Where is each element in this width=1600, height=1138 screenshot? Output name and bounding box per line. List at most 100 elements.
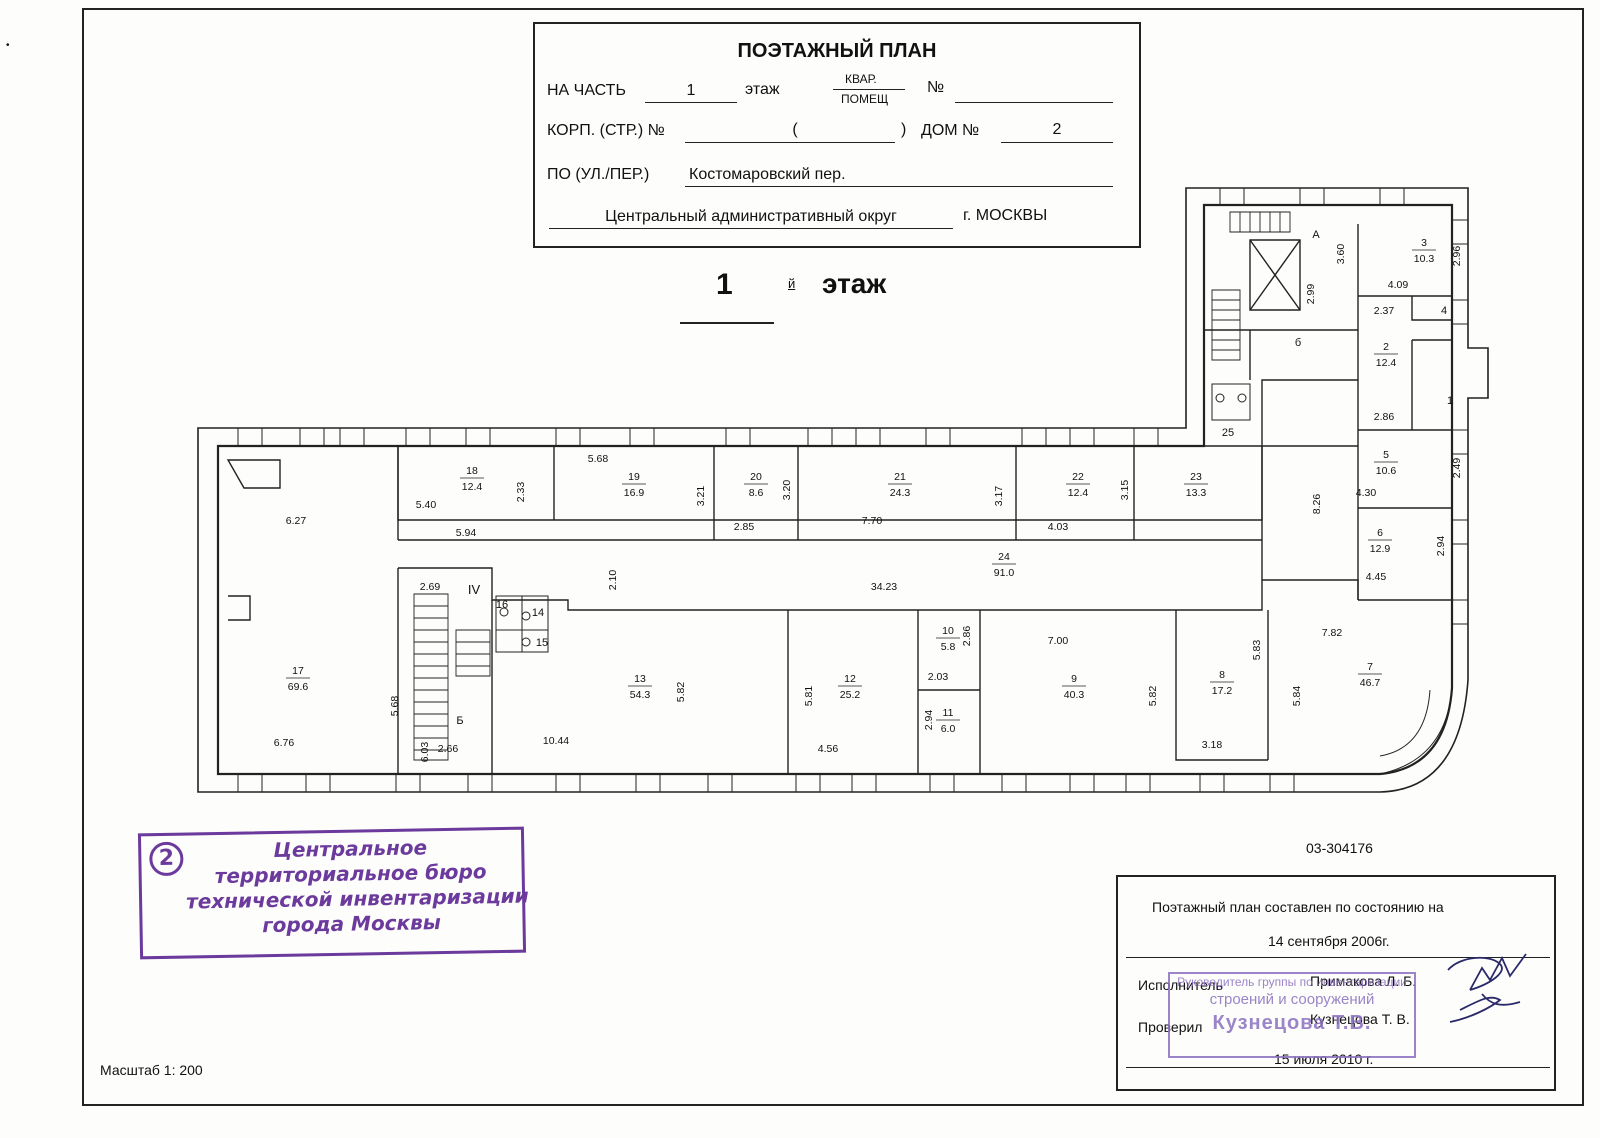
korp-underline: [685, 142, 895, 143]
dim-label: 4.03: [1048, 521, 1069, 533]
room-b-label: Б: [456, 715, 463, 727]
dim-label: 2.94: [1435, 536, 1447, 557]
room-number: 8: [1219, 669, 1225, 681]
room-4-label: 4: [1441, 305, 1447, 317]
room-area: 8.6: [749, 487, 764, 499]
room-14-label: 14: [532, 607, 544, 619]
room-area: 12.9: [1370, 543, 1391, 555]
dim-label: 5.94: [456, 527, 477, 539]
dim-label: 3.18: [1202, 739, 1223, 751]
room-number: 23: [1190, 471, 1202, 483]
part-underline: [645, 102, 737, 103]
room-area: 10.6: [1376, 465, 1397, 477]
dim-label: 5.40: [416, 499, 437, 511]
cert-state-line: Поэтажный план составлен по состоянию на: [1152, 899, 1444, 915]
signature: [1447, 953, 1527, 1023]
room-number: 22: [1072, 471, 1084, 483]
dim-label: 2.10: [607, 570, 619, 591]
room-15-label: 15: [536, 637, 548, 649]
dim-label: 4.45: [1366, 571, 1387, 583]
street-label: ПО (УЛ./ПЕР.): [547, 166, 650, 183]
cert-date: 14 сентября 2006г.: [1268, 933, 1390, 949]
room-a-label: А: [1312, 229, 1320, 241]
cert-date-2: 15 июля 2010 г.: [1274, 1051, 1374, 1067]
dim-label: 3.20: [781, 480, 793, 501]
dim-label: 3.15: [1119, 480, 1131, 501]
floor-underline: [680, 322, 774, 324]
overstamp-line: Руководитель группы по инвентаризации: [1177, 975, 1407, 989]
house-value: 2: [1052, 121, 1062, 138]
number-sign: №: [927, 79, 945, 96]
dim-label: 2.03: [928, 671, 949, 683]
dim-label: 4.30: [1356, 487, 1377, 499]
room-number: 21: [894, 471, 906, 483]
room-number: 13: [634, 673, 646, 685]
dim-label: 2.86: [961, 626, 973, 647]
dim-label: 6.27: [286, 515, 307, 527]
dim-label: 2.69: [420, 581, 441, 593]
dim-label: 5.68: [588, 453, 609, 465]
dim-label: 5.82: [675, 682, 687, 703]
dim-label: 4.09: [1388, 279, 1409, 291]
checked-name: Кузнецова Т. В.: [1310, 1011, 1410, 1027]
room-number: 20: [750, 471, 762, 483]
room-number: 10: [942, 625, 954, 637]
dim-label: 6.03: [419, 742, 431, 763]
executor-stamp: Руководитель группы по инвентаризации ст…: [1168, 972, 1416, 1058]
korp-label: КОРП. (СТР.) №: [547, 122, 665, 139]
dim-label: 2.86: [1374, 411, 1395, 423]
cert-date-underline: [1126, 957, 1550, 958]
part-value: 1: [686, 82, 696, 99]
dim-label: 3.17: [993, 486, 1005, 507]
dim-label: 5.81: [803, 686, 815, 707]
floor-suffix: й: [788, 276, 796, 291]
dim-label: 7.82: [1322, 627, 1343, 639]
room-area: 12.4: [462, 481, 483, 493]
room-area: 16.9: [624, 487, 645, 499]
room-number: 24: [998, 551, 1010, 563]
district-underline: [549, 228, 953, 229]
street-value: Костомаровский пер.: [689, 166, 846, 183]
bti-stamp: 2 Центральное территориальное бюро техни…: [137, 826, 529, 960]
document-title: ПОЭТАЖНЫЙ ПЛАН: [737, 40, 937, 62]
dim-label: 5.84: [1291, 686, 1303, 707]
checked-label: Проверил: [1138, 1019, 1203, 1035]
room-number: 12: [844, 673, 856, 685]
part-label: НА ЧАСТЬ: [547, 82, 626, 99]
dim-label: 2.37: [1374, 305, 1395, 317]
house-underline: [1001, 142, 1113, 143]
cert-bottom-underline: [1126, 1067, 1550, 1068]
dim-label: 34.23: [871, 581, 897, 593]
room-area: 17.2: [1212, 685, 1233, 697]
overstamp-line: строений и сооружений: [1209, 991, 1375, 1009]
dim-label: 7.70: [862, 515, 883, 527]
room-number: 3: [1421, 237, 1427, 249]
room-area: 25.2: [840, 689, 861, 701]
sheet-frame: [82, 8, 1584, 1106]
room-area: 5.8: [941, 641, 956, 653]
room-number: 9: [1071, 673, 1077, 685]
room-area: 10.3: [1414, 253, 1435, 265]
room-area: 13.3: [1186, 487, 1207, 499]
dim-label: 5.82: [1147, 686, 1159, 707]
room-number: 2: [1383, 341, 1389, 353]
document-code: 03-304176: [1306, 840, 1373, 856]
kvar-divider: [833, 89, 905, 90]
room-area: 40.3: [1064, 689, 1085, 701]
dim-label: 8.26: [1311, 494, 1323, 515]
title-block: ПОЭТАЖНЫЙ ПЛАН НА ЧАСТЬ 1 этаж КВАР. ПОМ…: [533, 22, 1141, 248]
room-area: 91.0: [994, 567, 1015, 579]
room-number: 18: [466, 465, 478, 477]
floor-word-big: этаж: [822, 268, 887, 299]
room-area: 12.4: [1068, 487, 1089, 499]
dim-label: 6.76: [274, 737, 295, 749]
dim-label: 2.96: [1451, 246, 1463, 267]
floor-number: 1: [716, 268, 733, 301]
dim-label: 2.99: [1305, 284, 1317, 305]
dim-label: 5.68: [389, 696, 401, 717]
house-label: ДОМ №: [921, 122, 980, 139]
building-inner-wall: [216, 203, 1454, 776]
certification-block: Поэтажный план составлен по состоянию на…: [1116, 875, 1556, 1091]
room-25-label: 25: [1222, 427, 1234, 439]
street-underline: [685, 186, 1113, 187]
